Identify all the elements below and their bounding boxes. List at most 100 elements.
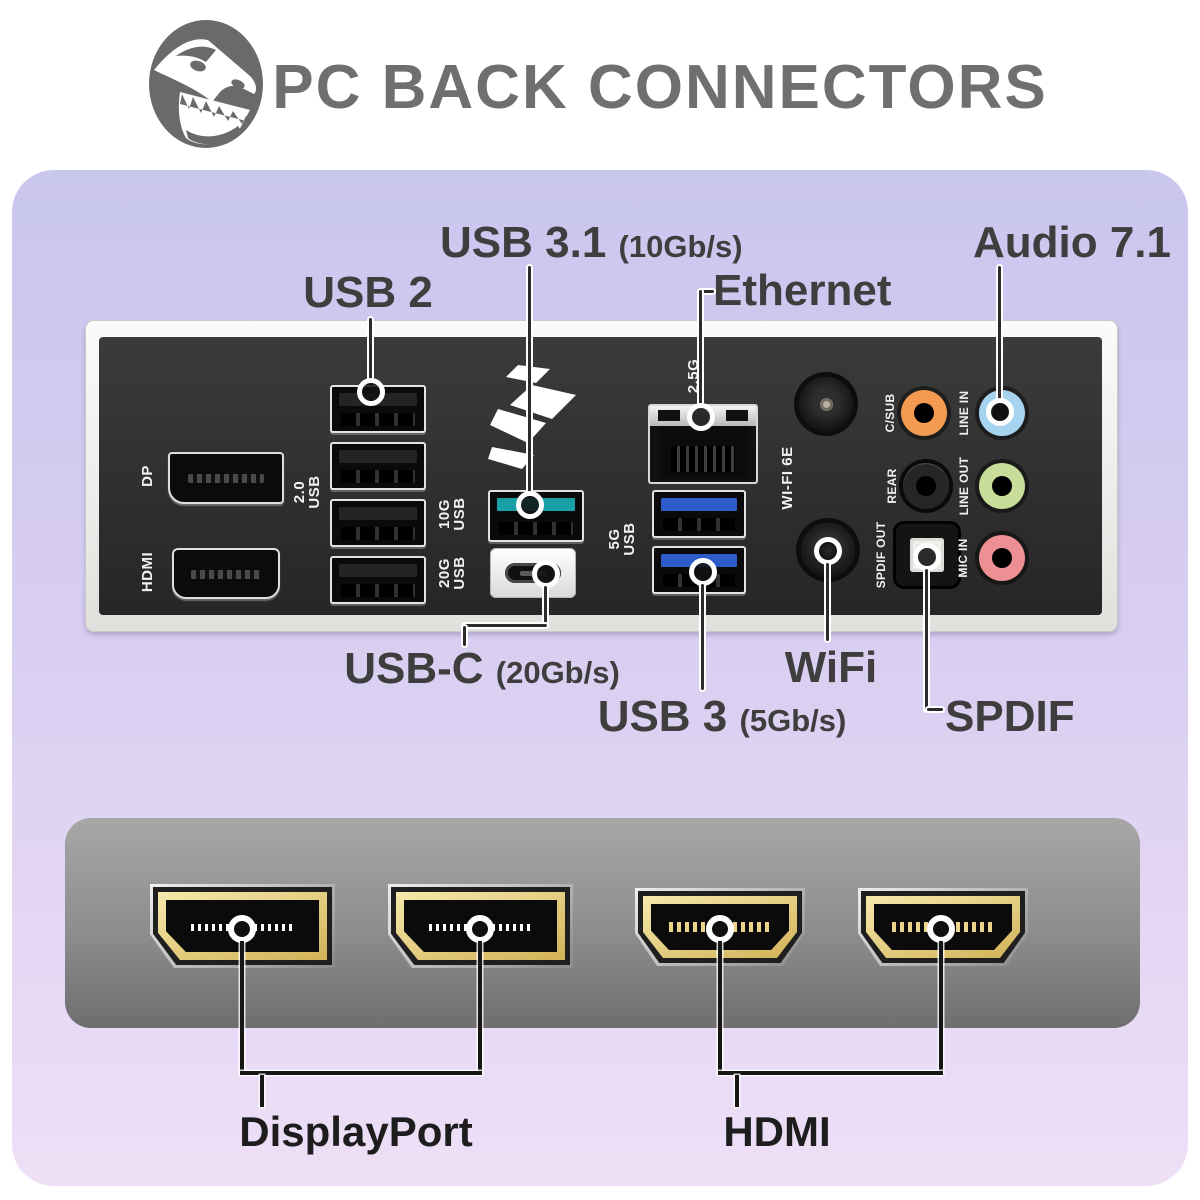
usb2-port-4 [330, 556, 426, 604]
usb2-tongue [339, 507, 417, 520]
audio-jack-mic-in-label: MIC IN [956, 538, 970, 578]
callout-label-ethernet: Ethernet [713, 266, 891, 316]
wifi-callout-text: WiFi [784, 643, 878, 692]
callout-ring-usbc [532, 560, 560, 588]
ethernet-callout-text: Ethernet [713, 266, 892, 315]
callout-ring-gpu-dp2 [466, 915, 494, 943]
callout-ring-wifi [814, 537, 842, 565]
jack-hole [992, 548, 1012, 568]
usb3-speed-text: (5Gb/s) [739, 703, 847, 738]
gpu-displayport-label: DisplayPort [239, 1108, 473, 1155]
usb-5g-tongue [661, 498, 737, 511]
usb31-speed-text: (10Gb/s) [618, 229, 743, 264]
usb-5g-port-1 [652, 490, 746, 538]
usb2-label-line1: 2.0 [291, 480, 308, 504]
callout-label-audio: Audio 7.1 [952, 218, 1192, 268]
callout-line-wifi [826, 563, 829, 641]
callout-label-usb2: USB 2 [268, 268, 468, 318]
callout-ring-usb3 [689, 558, 717, 586]
callout-line-ethernet [699, 290, 702, 406]
rj45-tab-right [726, 410, 748, 421]
usb-10g-pins [499, 522, 573, 535]
callout-elbow-ethernet [700, 290, 714, 293]
usb3-callout-text: USB 3 [597, 692, 728, 741]
page-title: PC BACK CONNECTORS [272, 53, 1048, 122]
jack-hole [992, 476, 1012, 496]
audio-jack-line-out-label: LINE OUT [957, 456, 971, 516]
spdif-out-label: SPDIF OUT [874, 521, 888, 589]
rj45-pin-comb [671, 446, 735, 472]
callout-ring-usb2 [357, 378, 385, 406]
callout-ring-spdif [913, 543, 941, 571]
rj45-tab-left [658, 410, 680, 421]
callout-ring-audio [986, 398, 1014, 426]
hdmi-port-label: HDMI [139, 551, 156, 593]
usb2-group-label: 2.0 USB [291, 472, 323, 512]
usb2-pins [341, 413, 415, 426]
wifi-6e-label: WI-FI 6E [779, 446, 796, 510]
dp-port-label: DP [139, 465, 156, 487]
callout-line-usbc-v2 [463, 626, 466, 646]
bracket-line-dp2 [478, 941, 482, 1073]
usb2-port-2 [330, 442, 426, 490]
audio-jack-line-in-label: LINE IN [957, 390, 971, 436]
bracket-line-dp1 [240, 941, 244, 1073]
usb2-label-line2: USB [306, 475, 323, 509]
usb-10g-label-line2: USB [451, 497, 468, 531]
audio-jack-csub-label: C/SUB [883, 393, 897, 433]
rj45-body [659, 426, 747, 478]
wifi-antenna-connector-1 [799, 377, 853, 431]
callout-line-spdif [925, 569, 928, 711]
usb2-port-3 [330, 499, 426, 547]
usb-5g-label-line2: USB [621, 522, 638, 556]
usb2-tongue [339, 564, 417, 577]
bracket-line-hdmi1 [718, 941, 722, 1073]
callout-label-usbc: USB-C (20Gb/s) [332, 644, 632, 694]
callout-ring-gpu-dp1 [228, 915, 256, 943]
callout-line-usbc-h [463, 624, 547, 627]
callout-ring-gpu-hdmi1 [706, 915, 734, 943]
audio-jack-rear-label: REAR [885, 468, 899, 504]
mobo-hdmi-port [172, 548, 280, 599]
callout-label-wifi: WiFi [771, 643, 891, 693]
usb2-port-1 [330, 385, 426, 433]
bracket-bar-hdmi [718, 1071, 943, 1075]
audio-jack-rear [903, 463, 949, 509]
dino-skull-logo-icon [146, 18, 266, 150]
audio-callout-text: Audio 7.1 [972, 218, 1172, 267]
usb2-callout-text: USB 2 [303, 268, 433, 317]
usb2-pins [341, 470, 415, 483]
callout-label-usb31: USB 3.1 (10Gb/s) [440, 218, 743, 268]
audio-jack-mic-in [979, 535, 1025, 581]
bracket-bar-dp [240, 1071, 482, 1075]
bracket-line-hdmi2 [939, 941, 943, 1073]
usb-20g-label-line2: USB [451, 556, 468, 590]
usb-5g-pins [663, 518, 735, 531]
usb-5g-label-line1: 5G [606, 528, 623, 550]
gpu-hdmi-label: HDMI [723, 1108, 831, 1155]
jack-hole [916, 476, 936, 496]
spdif-callout-text: SPDIF [945, 692, 1075, 741]
callout-label-usb3: USB 3 (5Gb/s) [572, 692, 872, 742]
callout-line-usb2 [369, 318, 372, 379]
callout-line-usb3 [701, 584, 704, 690]
jack-hole [914, 403, 934, 423]
mobo-displayport-port [168, 452, 284, 504]
usb31-callout-text: USB 3.1 [440, 218, 607, 267]
callout-line-usbc-v1 [544, 586, 547, 626]
callout-ring-gpu-hdmi2 [927, 915, 955, 943]
callout-ring-usb31 [516, 491, 544, 519]
usb2-pins [341, 527, 415, 540]
usb2-pins [341, 584, 415, 597]
callout-line-usb31 [528, 266, 531, 492]
usb-20g-label-line1: 20G [436, 558, 453, 588]
callout-elbow-spdif [927, 708, 943, 711]
usb2-tongue [339, 450, 417, 463]
usb-10g-label: 10G USB [436, 494, 468, 534]
bracket-stem-hdmi [735, 1075, 739, 1107]
callout-line-audio [998, 266, 1001, 400]
usb-10g-label-line1: 10G [436, 499, 453, 529]
callout-label-spdif: SPDIF [945, 692, 1075, 742]
usb-5g-label: 5G USB [606, 519, 638, 559]
